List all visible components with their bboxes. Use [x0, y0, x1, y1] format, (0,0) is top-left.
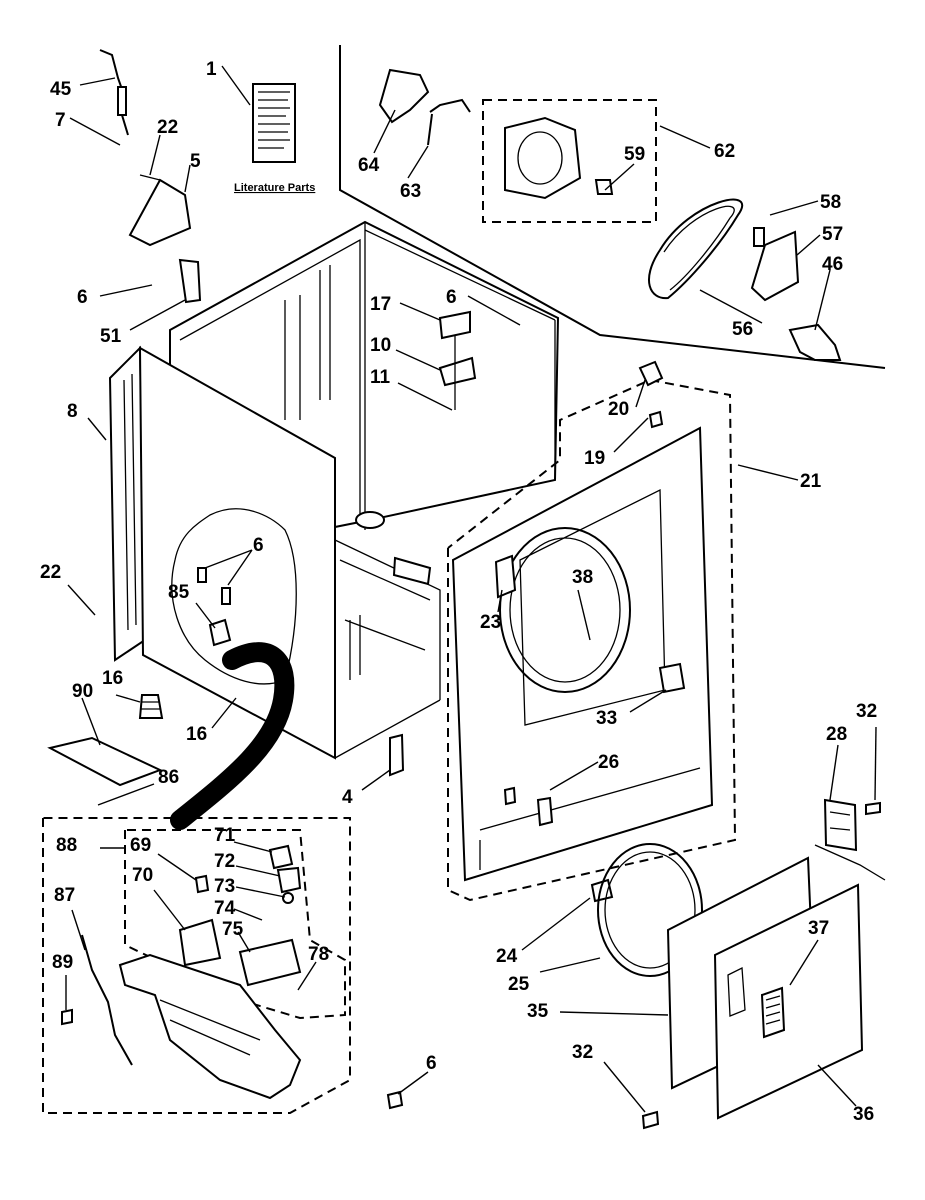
- part-label-36: 36: [853, 1104, 874, 1125]
- part-label-85: 85: [168, 582, 190, 603]
- part-label-28: 28: [826, 724, 847, 745]
- part-label-90: 90: [72, 681, 93, 702]
- part-label-19: 19: [584, 448, 605, 469]
- part-label-21: 21: [800, 471, 822, 492]
- part-label-6: 6: [253, 535, 264, 556]
- part-label-59: 59: [624, 144, 645, 165]
- part-label-32: 32: [572, 1042, 593, 1063]
- strap-63: [427, 98, 471, 146]
- part-label-51: 51: [100, 326, 122, 347]
- part-label-35: 35: [527, 1001, 549, 1022]
- part-label-32: 32: [856, 701, 877, 722]
- part-label-4: 4: [342, 787, 353, 808]
- leveling-leg: [138, 694, 164, 719]
- power-cord: [170, 642, 295, 830]
- thermal-fuse-wire: [99, 49, 129, 136]
- clip-part-4: [389, 733, 405, 777]
- cabinet: [108, 220, 560, 760]
- part-label-74: 74: [214, 898, 236, 919]
- part-label-86: 86: [158, 767, 179, 788]
- section-divider-lines: [339, 45, 886, 369]
- part-label-89: 89: [52, 952, 73, 973]
- idler-bracket: [750, 227, 800, 302]
- part-label-22: 22: [157, 117, 178, 138]
- part-label-11: 11: [370, 367, 391, 388]
- part-label-73: 73: [214, 876, 235, 897]
- part-label-63: 63: [400, 181, 421, 202]
- part-label-25: 25: [508, 974, 530, 995]
- part-label-57: 57: [822, 224, 843, 245]
- door-hinge: [814, 798, 886, 881]
- motor-assembly-box: [482, 99, 657, 223]
- part-label-16-cord: 16: [186, 724, 207, 745]
- part-label-64: 64: [358, 155, 380, 176]
- literature-parts-caption: Literature Parts: [234, 182, 315, 194]
- part-label-6: 6: [77, 287, 88, 308]
- control-assembly: [42, 817, 351, 1114]
- leader-lines: [65, 65, 877, 1113]
- part-label-23: 23: [480, 612, 501, 633]
- part-label-6: 6: [426, 1053, 437, 1074]
- part-label-37: 37: [808, 918, 829, 939]
- literature-card: Literature Parts: [234, 83, 315, 194]
- part-label-16: 16: [102, 668, 123, 689]
- part-label-7: 7: [55, 110, 66, 131]
- screw-part-51: [178, 258, 202, 304]
- part-label-10: 10: [370, 335, 391, 356]
- part-label-5: 5: [190, 151, 201, 172]
- part-number-labels: 1 45 7 22 5 64 63 59 62 58 57 46 56 6 51…: [40, 59, 877, 1125]
- drive-belt: [648, 198, 744, 300]
- part-label-22: 22: [40, 562, 61, 583]
- part-label-24: 24: [496, 946, 518, 967]
- part-label-8: 8: [67, 401, 78, 422]
- part-label-45: 45: [50, 79, 72, 100]
- part-label-87: 87: [54, 885, 75, 906]
- part-label-26: 26: [598, 752, 619, 773]
- part-label-56: 56: [732, 319, 753, 340]
- motor-bracket-64: [378, 68, 430, 124]
- part-label-88: 88: [56, 835, 77, 856]
- part-label-58: 58: [820, 192, 841, 213]
- floor-pad: [47, 736, 163, 787]
- part-label-71: 71: [214, 825, 236, 846]
- part-label-6: 6: [446, 287, 457, 308]
- part-label-62: 62: [714, 141, 735, 162]
- part-label-70: 70: [132, 865, 153, 886]
- part-label-20: 20: [608, 399, 629, 420]
- part-label-38: 38: [572, 567, 593, 588]
- part-label-69: 69: [130, 835, 151, 856]
- part-label-72: 72: [214, 851, 235, 872]
- screw-bottom: [386, 1090, 404, 1110]
- front-panel-assembly: [447, 360, 737, 902]
- part-label-33: 33: [596, 708, 617, 729]
- door-assembly: [590, 843, 864, 1130]
- part-label-1: 1: [206, 59, 217, 80]
- bracket-part: [128, 174, 192, 247]
- part-label-75: 75: [222, 919, 244, 940]
- part-label-78: 78: [308, 944, 329, 965]
- idler-pulley-46: [788, 323, 842, 361]
- part-label-17: 17: [370, 294, 391, 315]
- part-label-46: 46: [822, 254, 843, 275]
